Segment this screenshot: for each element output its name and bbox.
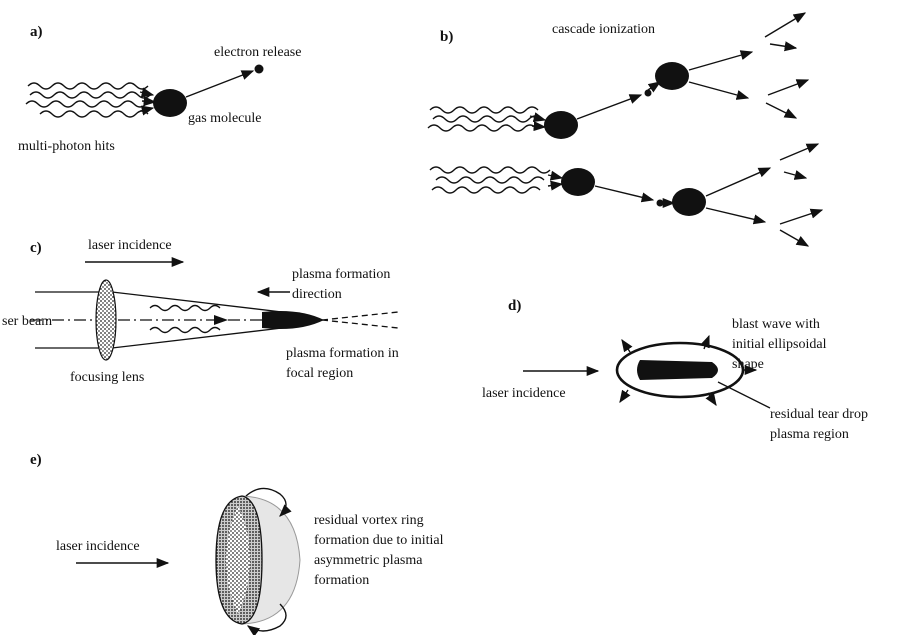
plasma-teardrop-c [262, 311, 324, 329]
gas-molecule-label: gas molecule [188, 111, 261, 126]
molecule-b1 [544, 111, 578, 139]
cascade-arrow-5 [595, 186, 653, 200]
molecule-b4 [672, 188, 706, 216]
electron-b1 [645, 90, 652, 97]
plasma-focal-label-1: plasma formation in [286, 346, 399, 361]
panel-c: c) laser incidence plasma formation dire… [2, 238, 399, 385]
electron-release-label: electron release [214, 45, 301, 60]
panel-d-letter: d) [508, 298, 521, 314]
molecule-b3 [561, 168, 595, 196]
branch-arrows-b-lower [780, 144, 822, 246]
panel-b: b) cascade ionization [428, 13, 822, 246]
panel-d: d) blast wave with initial ellipsoidal s… [482, 298, 868, 442]
laser-incidence-label-d: laser incidence [482, 386, 566, 401]
vortex-label-1: residual vortex ring [314, 513, 424, 528]
residual-label-2: plasma region [770, 427, 849, 442]
residual-label-1: residual tear drop [770, 407, 868, 422]
cascade-arrow-8 [706, 208, 765, 222]
multi-photon-label: multi-photon hits [18, 139, 115, 154]
residual-leader-line [718, 382, 770, 408]
panel-a-letter: a) [30, 24, 43, 40]
photon-arrowheads-a [140, 92, 155, 111]
laser-beam-label: ser beam [2, 314, 52, 329]
electron-path-arrow [186, 71, 253, 97]
vortex-label-3: asymmetric plasma [314, 553, 423, 568]
panel-c-letter: c) [30, 240, 42, 256]
photon-arrowheads-b-lower [548, 175, 562, 186]
laser-incidence-label-c: laser incidence [88, 238, 172, 253]
blast-wave-label-1: blast wave with [732, 317, 820, 332]
gas-molecule-a [153, 89, 187, 117]
photon-waves-b-lower [430, 167, 550, 193]
panel-b-letter: b) [440, 29, 453, 45]
cascade-arrow-3 [689, 52, 752, 70]
vortex-ring [216, 496, 300, 624]
blast-wave-label-2: initial ellipsoidal [732, 337, 827, 352]
cascade-arrow-1 [577, 95, 641, 119]
electron-dot [255, 65, 264, 74]
focusing-lens-label: focusing lens [70, 370, 144, 385]
photon-waves-c [150, 306, 220, 333]
focus-arrowhead [214, 315, 228, 325]
focusing-lens [96, 280, 116, 360]
cascade-arrow-4 [689, 82, 748, 98]
photon-waves-b-upper [428, 107, 541, 131]
molecule-b2 [655, 62, 689, 90]
plasma-direction-label-2: direction [292, 287, 342, 302]
panel-e: e) laser incidence residual vortex ring … [30, 452, 444, 631]
plasma-teardrop-d [637, 360, 718, 380]
panel-a: a) electron release gas molecule multi-p… [18, 24, 301, 154]
laser-incidence-label-e: laser incidence [56, 539, 140, 554]
cascade-ionization-label: cascade ionization [552, 22, 655, 37]
plasma-focal-label-2: focal region [286, 366, 353, 381]
branch-arrows-b-upper [765, 13, 808, 118]
panel-e-letter: e) [30, 452, 42, 468]
cascade-arrow-7 [706, 168, 770, 196]
vortex-label-2: formation due to initial [314, 533, 444, 548]
photon-waves-a [26, 83, 150, 117]
electron-b2 [657, 200, 664, 207]
plasma-direction-label-1: plasma formation [292, 267, 390, 282]
photon-arrowheads-b-upper [530, 116, 545, 127]
vortex-label-4: formation [314, 573, 369, 588]
